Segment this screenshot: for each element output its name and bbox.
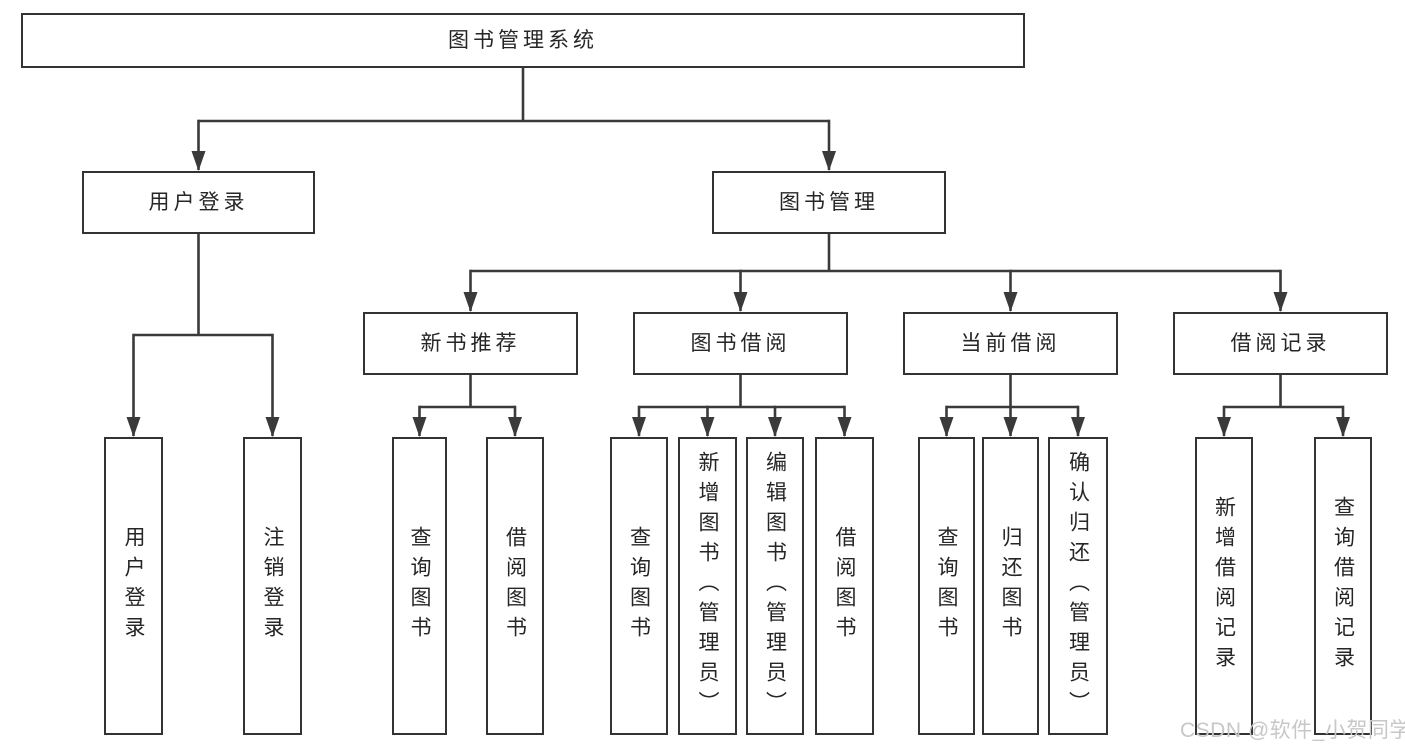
node-label: 新书推荐	[420, 332, 521, 355]
node-new-book-recommend: 新书推荐	[363, 312, 578, 375]
node-label: 新增图书（管理员）	[696, 451, 719, 721]
leaf-bb-borrow-books: 借阅图书	[815, 437, 874, 735]
leaf-bb-edit-books-admin: 编辑图书（管理员）	[746, 437, 804, 735]
node-borrowing-records: 借阅记录	[1173, 312, 1388, 375]
node-label: 借阅图书	[503, 526, 527, 646]
leaf-br-query-record: 查询借阅记录	[1314, 437, 1372, 735]
node-label: 图书管理系统	[448, 29, 598, 52]
node-label: 新增借阅记录	[1212, 496, 1236, 676]
leaf-cb-confirm-return-admin: 确认归还（管理员）	[1048, 437, 1108, 735]
node-label: 用户登录	[148, 191, 249, 214]
leaf-nbr-query-books: 查询图书	[392, 437, 447, 735]
node-label: 查询借阅记录	[1331, 496, 1355, 676]
node-root: 图书管理系统	[21, 13, 1025, 68]
leaf-bb-add-books-admin: 新增图书（管理员）	[678, 437, 737, 735]
leaf-logout: 注销登录	[243, 437, 302, 735]
leaf-cb-return-books: 归还图书	[982, 437, 1039, 735]
node-label: 当前借阅	[960, 332, 1061, 355]
leaf-bb-query-books: 查询图书	[610, 437, 668, 735]
node-label: 借阅记录	[1230, 332, 1331, 355]
leaf-user-login: 用户登录	[104, 437, 163, 735]
node-user-login: 用户登录	[82, 171, 315, 234]
node-label: 借阅图书	[833, 526, 856, 646]
node-book-borrowing: 图书借阅	[633, 312, 848, 375]
leaf-nbr-borrow-books: 借阅图书	[486, 437, 544, 735]
node-label: 编辑图书（管理员）	[763, 451, 787, 721]
node-book-management: 图书管理	[712, 171, 946, 234]
node-label: 注销登录	[261, 526, 284, 646]
node-label: 确认归还（管理员）	[1066, 451, 1090, 721]
node-label: 查询图书	[408, 526, 431, 646]
node-label: 图书管理	[779, 191, 879, 214]
leaf-br-add-record: 新增借阅记录	[1195, 437, 1253, 735]
leaf-cb-query-books: 查询图书	[918, 437, 975, 735]
node-label: 归还图书	[999, 526, 1022, 646]
node-current-borrowing: 当前借阅	[903, 312, 1118, 375]
watermark: CSDN @软件_小贺同学	[1180, 719, 1405, 742]
node-label: 查询图书	[627, 526, 651, 646]
node-label: 图书借阅	[690, 332, 791, 355]
node-label: 用户登录	[122, 526, 145, 646]
node-label: 查询图书	[935, 526, 958, 646]
